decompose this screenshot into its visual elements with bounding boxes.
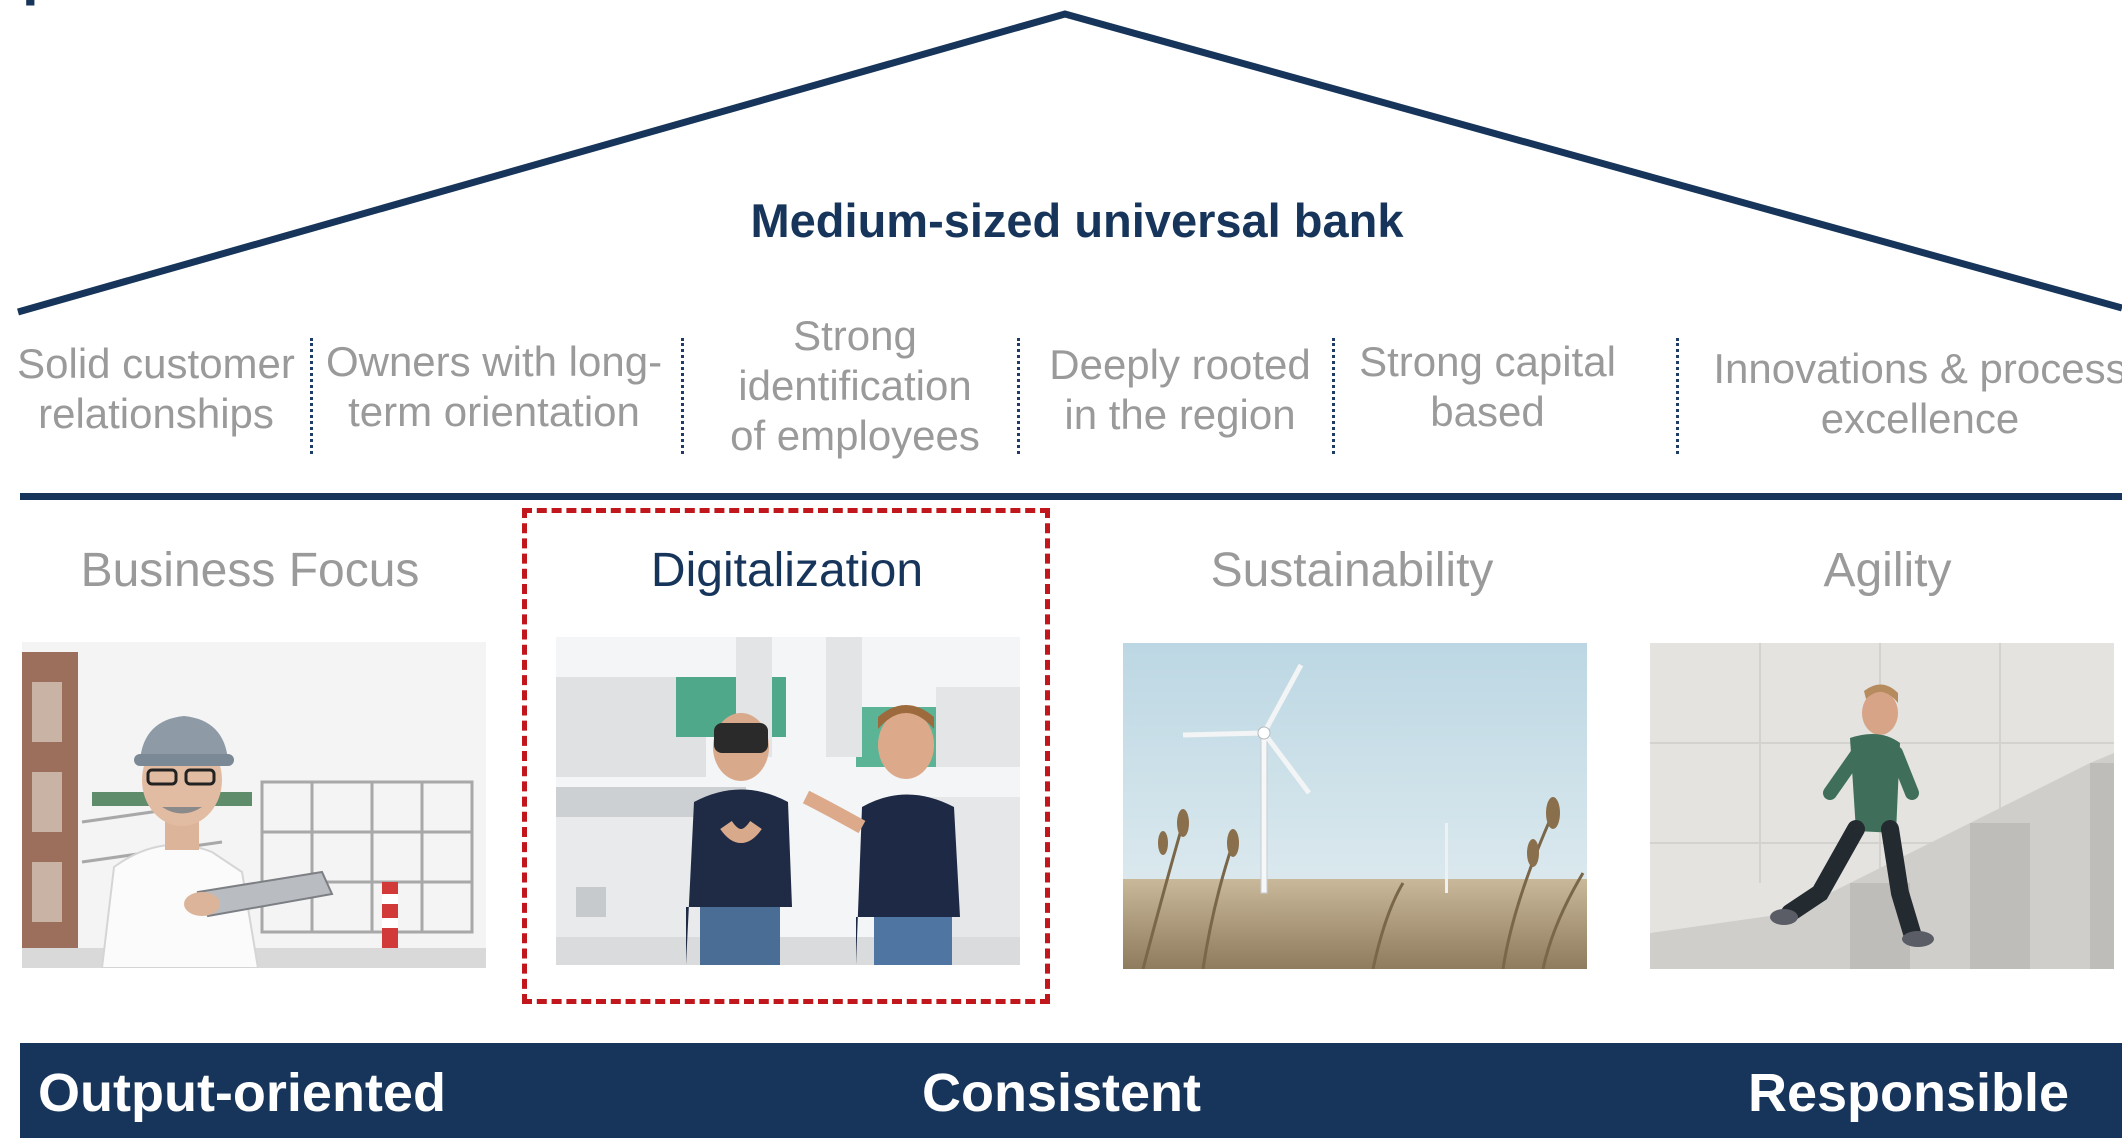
digitalization-highlight-frame	[522, 508, 1050, 1004]
page-title: priorities	[22, 0, 279, 7]
priority-title-agility: Agility	[1823, 544, 1952, 597]
pillar-separator	[1332, 338, 1335, 454]
value-responsible: Responsible	[1748, 1063, 2070, 1123]
vr-headset-lab-image	[556, 637, 1020, 965]
pillar-separator	[681, 338, 684, 454]
roof-outline	[17, 10, 2122, 316]
priority-title-sustainability: Sustainability	[1210, 544, 1494, 597]
floor-divider	[20, 493, 2122, 500]
wind-turbine-field-image	[1123, 643, 1587, 969]
value-output-oriented: Output-oriented	[38, 1063, 446, 1123]
pillar-separator	[1017, 338, 1020, 454]
engineer-with-tablet-image	[22, 642, 486, 968]
value-consistent: Consistent	[922, 1063, 1202, 1123]
pillar-separator	[310, 338, 313, 454]
pillar-separator	[1676, 338, 1679, 454]
priority-title-digitalization: Digitalization	[650, 544, 924, 597]
values-bar	[20, 1043, 2122, 1138]
priority-title-business-focus: Business Focus	[80, 544, 420, 597]
runner-on-stairs-image	[1650, 643, 2114, 969]
pillar-label-owners: Owners with long-term orientation	[325, 338, 663, 435]
bank-title: Medium-sized universal bank	[750, 194, 1404, 247]
